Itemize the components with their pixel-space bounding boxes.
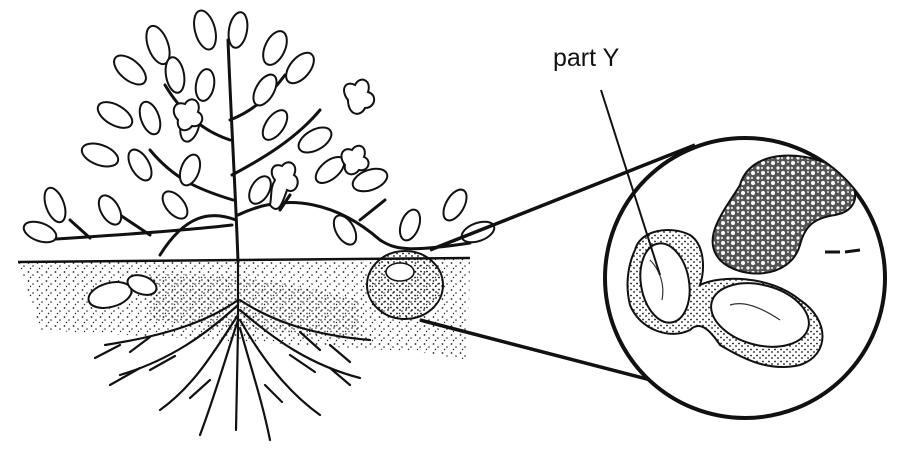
leaves: [21, 8, 497, 248]
magnified-view: [605, 138, 885, 418]
part-y-label: part Y: [553, 44, 619, 73]
magnified-region-marker: [367, 251, 443, 319]
